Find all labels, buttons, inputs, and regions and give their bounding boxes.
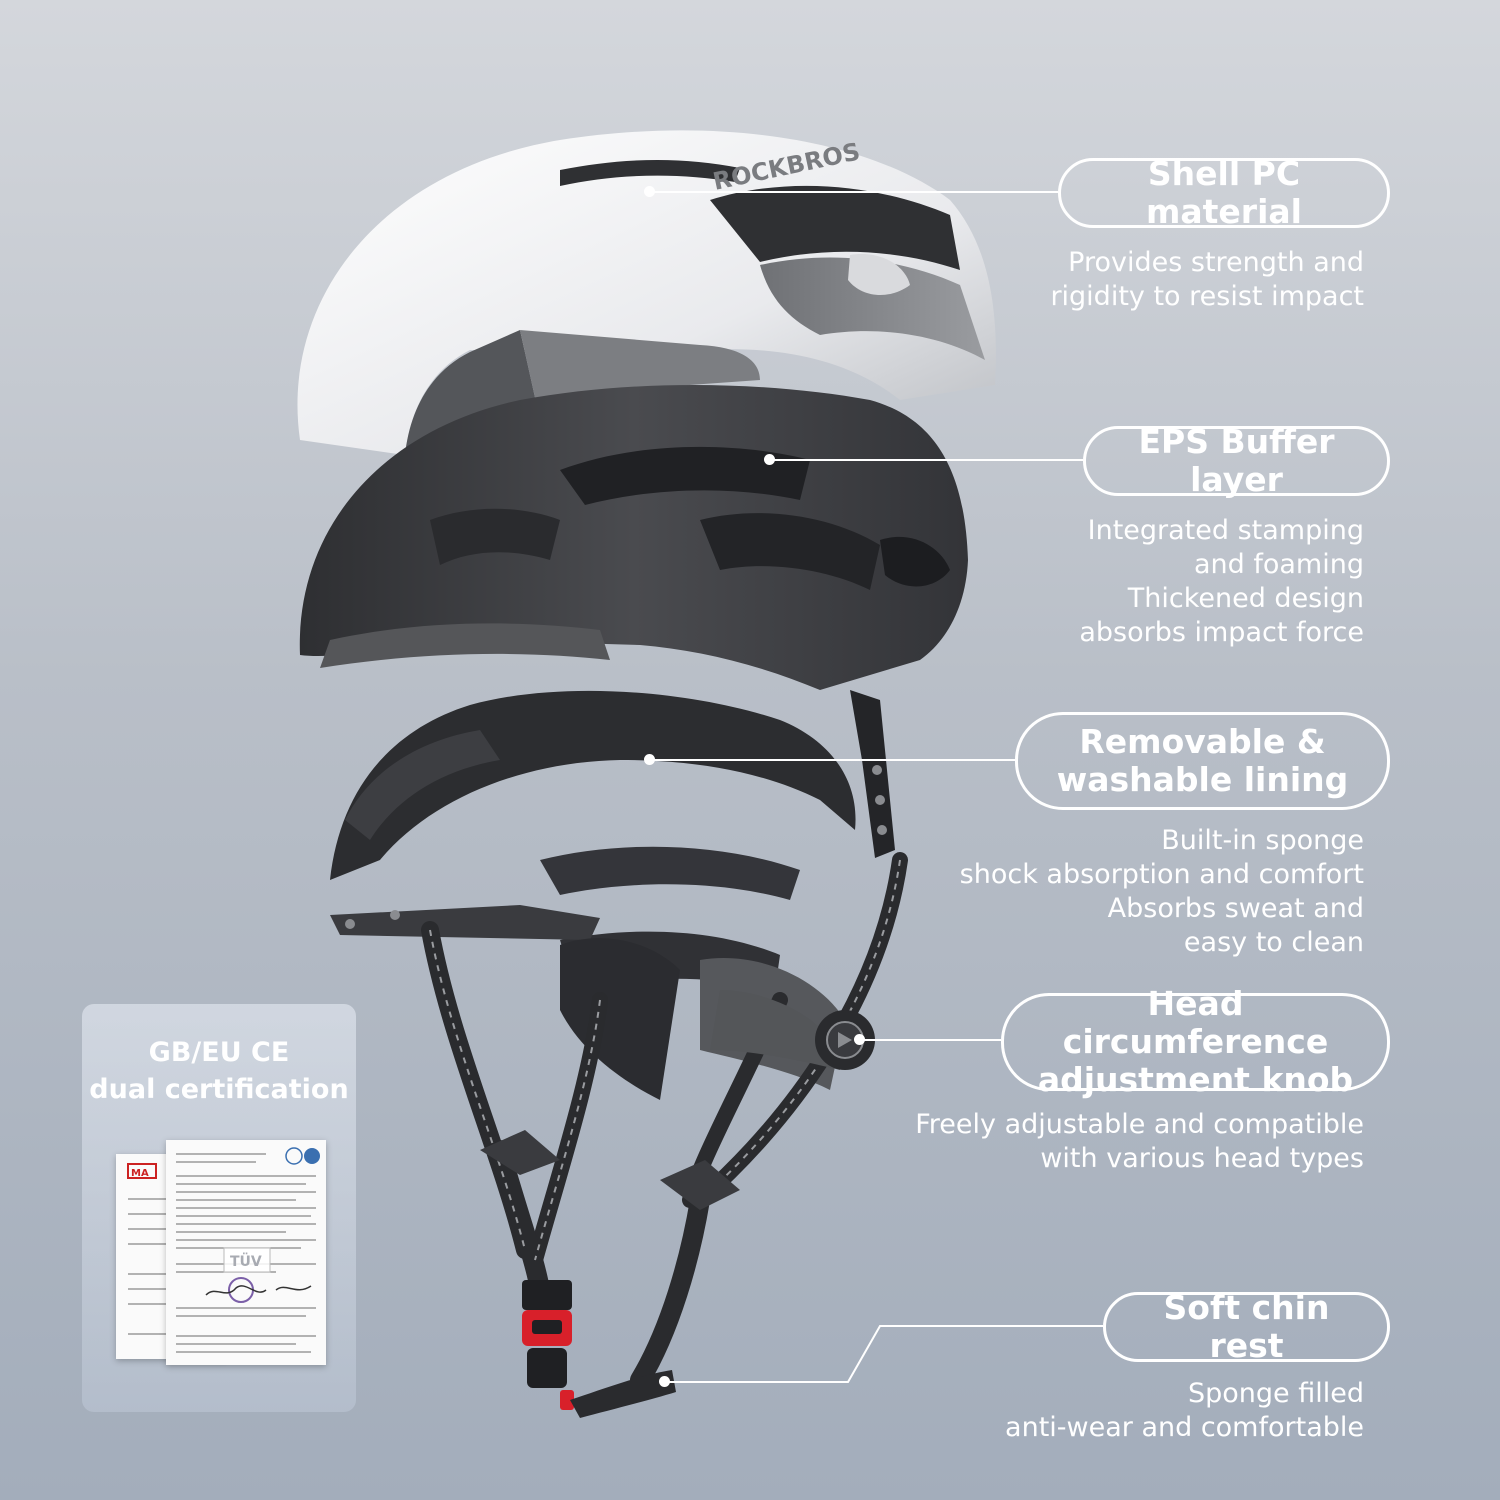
callout-title-shell-pc-material: Shell PC material <box>1058 155 1390 231</box>
retention-bracket <box>850 690 895 858</box>
strap-divider-left <box>480 1130 560 1175</box>
callout-dot-chin <box>659 1376 670 1387</box>
certification-card: GB/EU CE dual certification MA <box>82 1004 356 1412</box>
callout-description-eps-buffer-layer: Integrated stamping and foaming Thickene… <box>1079 515 1364 648</box>
callout-dot-lining <box>644 754 655 765</box>
eps-foam-layer <box>299 384 969 690</box>
callout-description-soft-chin-rest: Sponge filled anti-wear and comfortable <box>1005 1378 1364 1443</box>
adjustment-knob <box>710 990 875 1070</box>
callout-title-soft-chin-rest: Soft chin rest <box>1103 1289 1390 1365</box>
ma-mark: MA <box>131 1168 149 1179</box>
certificate-front-content: TÜV <box>176 1147 320 1353</box>
callout-description-adjustment-knob: Freely adjustable and compatible with va… <box>915 1109 1364 1174</box>
callout-dot-knob <box>854 1034 865 1045</box>
tuv-mark: TÜV <box>230 1252 262 1270</box>
callout-title-removable-lining: Removable & washable lining <box>1015 712 1390 810</box>
strap-divider-right <box>660 1160 740 1210</box>
callout-dot-eps <box>764 454 775 465</box>
certificate-document-front: TÜV <box>166 1140 326 1365</box>
callout-dot-shell <box>644 186 655 197</box>
certification-title: GB/EU CE dual certification <box>89 1037 349 1105</box>
callout-description-removable-lining: Built-in sponge shock absorption and com… <box>959 825 1364 958</box>
soft-chin-pad <box>570 1370 676 1418</box>
chin-buckle <box>522 1280 574 1410</box>
outer-shell: ROCKBROS <box>297 130 996 456</box>
callout-leader-lines <box>650 191 1103 1383</box>
callout-description-shell-pc-material: Provides strength and rigidity to resist… <box>1050 247 1364 312</box>
callout-title-adjustment-knob: Head circumference adjustment knob <box>1001 985 1390 1099</box>
callout-title-eps-buffer-layer: EPS Buffer layer <box>1083 423 1390 499</box>
